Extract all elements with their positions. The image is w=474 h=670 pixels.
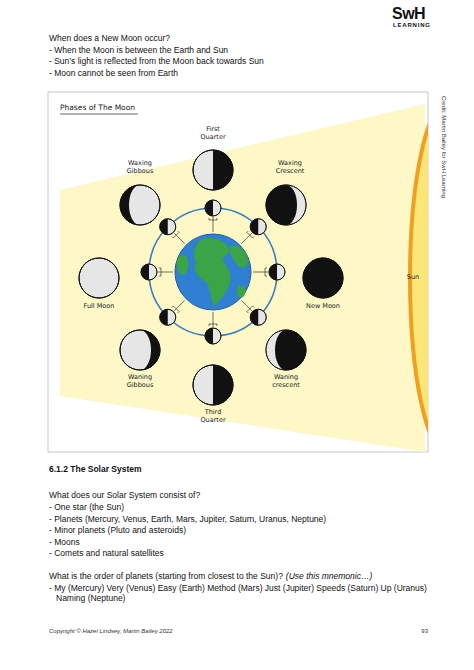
moon-phase [120, 330, 160, 370]
bracket [209, 218, 217, 220]
moon-shadow [213, 365, 233, 405]
question-heading: What is the order of planets (starting f… [49, 571, 429, 581]
diagram-title: Phases of The Moon [60, 103, 160, 112]
g-shape [60, 102, 428, 452]
page-number: 93 [398, 628, 428, 635]
moon-outline [141, 264, 157, 280]
moon-shadow [286, 185, 306, 225]
phase-label: Waxing Crescent [266, 160, 314, 176]
title-underline [60, 114, 138, 115]
bullet-point: - When the Moon is between the Earth and… [49, 45, 429, 55]
continent [230, 246, 249, 268]
sunlight-beam [60, 104, 425, 452]
moon-phase [250, 309, 266, 325]
moon-shadow [266, 330, 286, 370]
moon-outline [266, 185, 306, 225]
logo-text: SwH [392, 4, 452, 23]
continent [194, 238, 230, 306]
moon-outline [120, 330, 160, 370]
sight-line [213, 312, 214, 327]
moon-phase [160, 219, 176, 235]
moon-phase [266, 185, 306, 225]
bracket [159, 268, 161, 276]
moon-outline [250, 309, 266, 325]
section-heading: 6.1.2 The Solar System [49, 464, 429, 474]
moon-outline [205, 200, 221, 216]
sight-line [174, 233, 185, 244]
moon-outline [79, 258, 119, 298]
moon-shadow [160, 219, 168, 235]
phase-label: Waning Gibbous [116, 374, 164, 390]
moon-phase [193, 365, 233, 405]
bullet-point: - Comets and natural satellites [49, 548, 429, 558]
moon-phase [269, 264, 285, 280]
moon-shadow [141, 264, 149, 280]
continent [237, 286, 246, 298]
image-credit: Credit: Martin Bailey for SwH Learning [440, 96, 447, 266]
moon-phase [303, 258, 343, 298]
moon-outline [193, 365, 233, 405]
moon-shadow [160, 309, 168, 325]
moon-shadow [250, 309, 258, 325]
sight-line [174, 300, 185, 311]
moon-phase [250, 219, 266, 235]
phase-label: First Quarter [193, 126, 233, 142]
phase-label: New Moon [298, 303, 348, 311]
bullet-point: - Sun’s light is reflected from the Moon… [49, 56, 429, 66]
moon-shadow [205, 200, 213, 216]
bullet-point: - My (Mercury) Very (Venus) Easy (Earth)… [49, 583, 429, 603]
copyright-footer: Copyright © Hazel Lindsey, Martin Bailey… [49, 628, 299, 635]
moon-shadow [213, 150, 233, 190]
bullet-point: - Moons [49, 537, 429, 547]
moon-outline [250, 219, 266, 235]
moon-shadow [269, 264, 277, 280]
bracket [265, 268, 267, 276]
question-heading: What does our Solar System consist of? [49, 490, 429, 500]
sight-line [241, 300, 252, 311]
moon-phase [205, 200, 221, 216]
continent [177, 255, 189, 275]
note-text: (Use this mnemonic…) [286, 571, 372, 581]
moon-phase [160, 309, 176, 325]
sight-line [158, 272, 173, 273]
moon-shadow [205, 328, 213, 344]
phase-label: Third Quarter [193, 409, 233, 425]
moon-phase [79, 258, 119, 298]
sun-label: Sun [403, 274, 423, 282]
logo-subtext: LEARNING [393, 22, 453, 29]
moon-phase [193, 150, 233, 190]
bullet-point: - Minor planets (Pluto and asteroids) [49, 525, 429, 535]
bullet-point: - One star (the Sun) [49, 502, 429, 512]
bullet-point: - Moon cannot be seen from Earth [49, 68, 429, 78]
phase-label: Full Moon [74, 303, 124, 311]
sight-line [253, 272, 268, 273]
sight-line [213, 217, 214, 232]
moon-phase [141, 264, 157, 280]
bullet-point: - Planets (Mercury, Venus, Earth, Mars, … [49, 514, 429, 524]
moon-phase [205, 328, 221, 344]
moon-outline [205, 328, 221, 344]
moon-outline [120, 185, 160, 225]
moon-outline [160, 309, 176, 325]
earth [175, 234, 251, 310]
sight-line [241, 233, 252, 244]
diagram-frame [48, 92, 428, 452]
moon-phase [266, 330, 306, 370]
question-heading: When does a New Moon occur? [49, 33, 429, 43]
g-shape [79, 150, 343, 405]
phase-label: Waxing Gibbous [116, 160, 164, 176]
moon-outline [269, 264, 285, 280]
moon-outline [160, 219, 176, 235]
moon-outline [193, 150, 233, 190]
moon-outline [266, 330, 306, 370]
moon-shadow [140, 330, 160, 370]
moon-shadow [250, 219, 258, 235]
moon-orbit [149, 208, 277, 336]
phase-label: Waning crescent [262, 374, 310, 390]
moon-shadow [120, 185, 140, 225]
moon-outline [303, 258, 343, 298]
bracket [209, 324, 217, 326]
moon-phase [120, 185, 160, 225]
